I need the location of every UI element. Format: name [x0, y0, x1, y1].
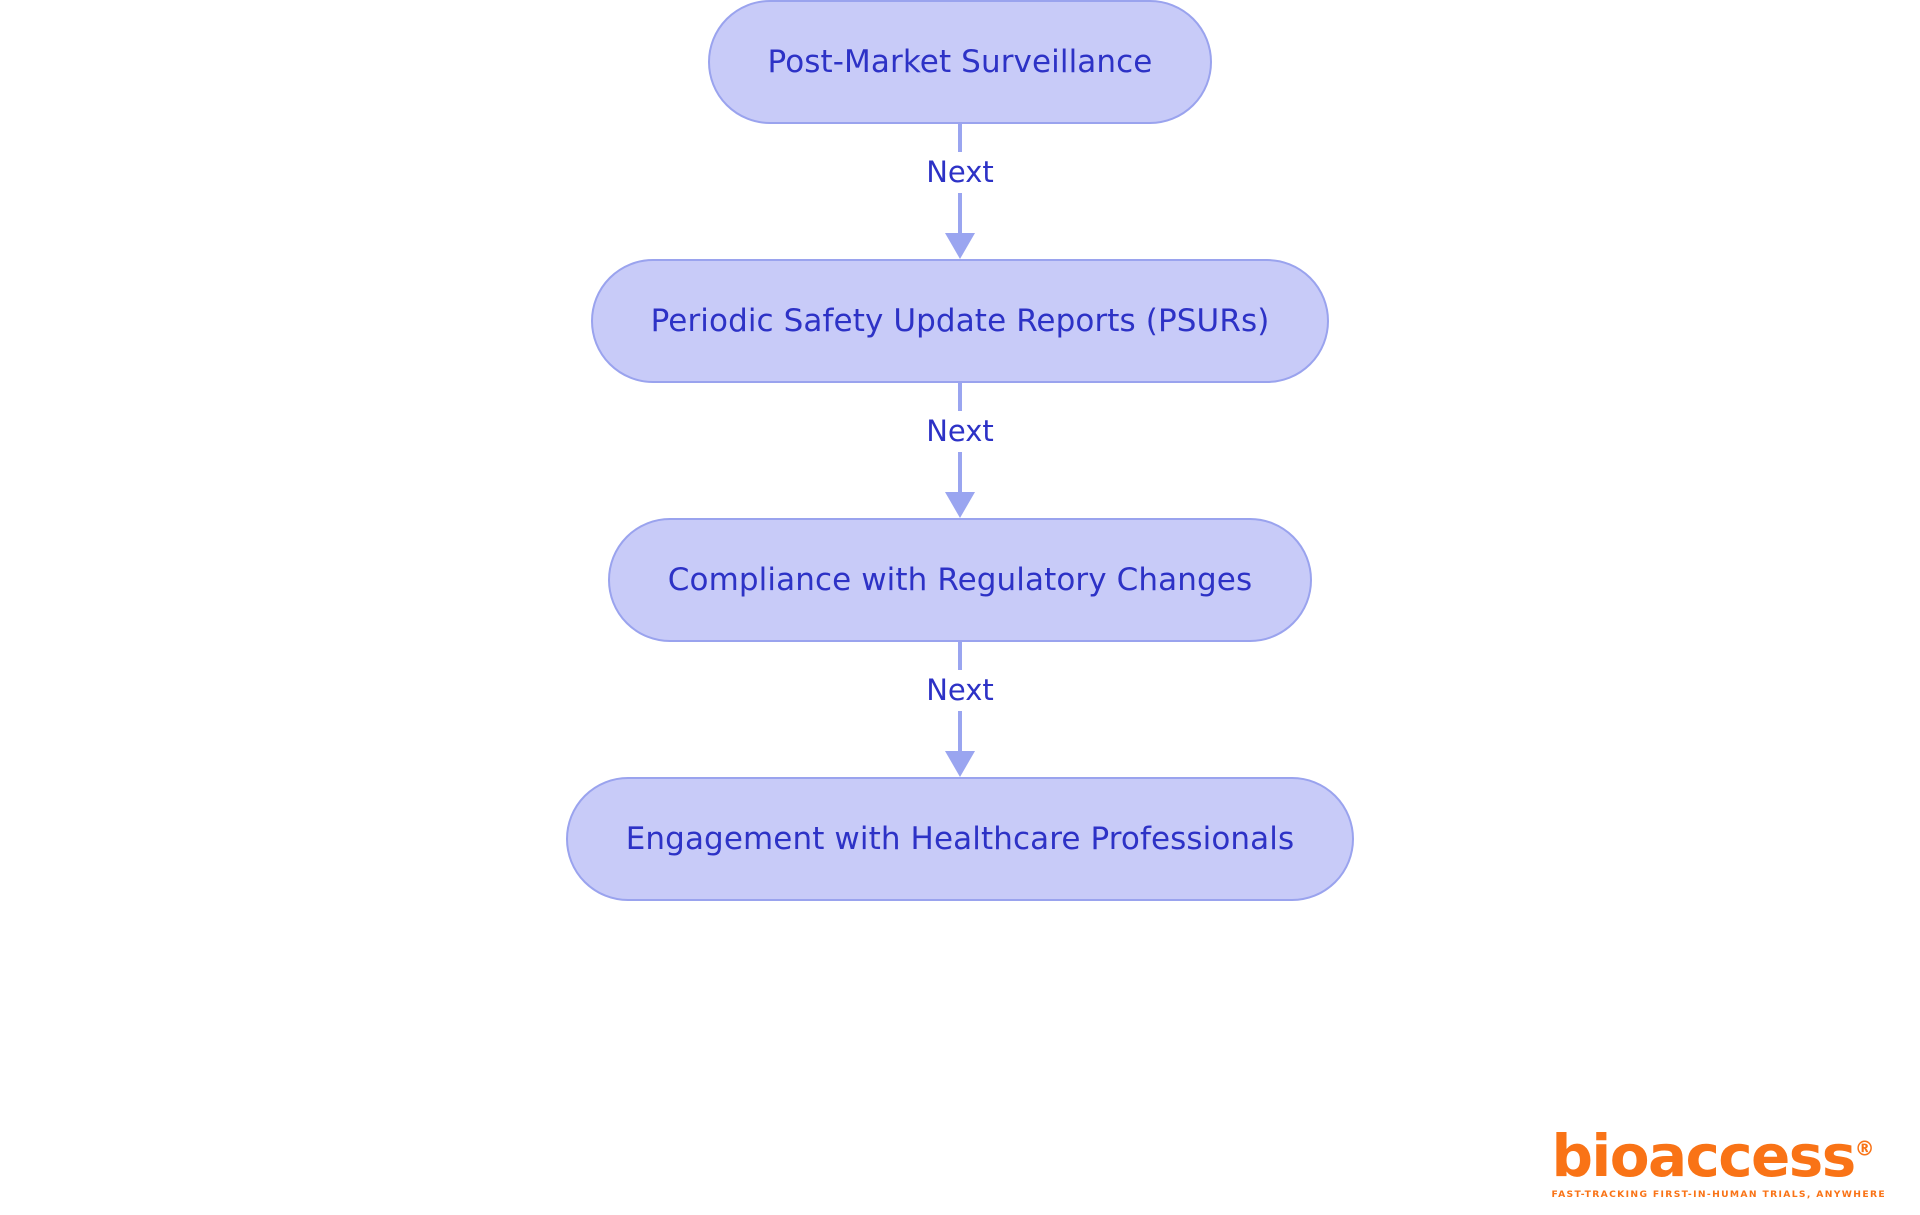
flow-node-label: Engagement with Healthcare Professionals — [625, 820, 1295, 857]
flow-node-label: Post-Market Surveillance — [767, 43, 1153, 80]
registered-trademark-icon: ® — [1854, 1136, 1875, 1161]
flow-edge-n1-n2: Next — [0, 124, 1920, 259]
flow-node-label: Periodic Safety Update Reports (PSURs) — [650, 302, 1270, 339]
flow-node-post-market-surveillance[interactable]: Post-Market Surveillance — [707, 0, 1213, 124]
arrow-head-icon — [945, 233, 975, 259]
flow-node-label: Compliance with Regulatory Changes — [667, 561, 1253, 598]
flow-node-compliance-with-regulatory-changes[interactable]: Compliance with Regulatory Changes — [607, 518, 1313, 642]
edge-label: Next — [916, 152, 1004, 193]
flow-edge-n3-n4: Next — [0, 642, 1920, 777]
flow-node-periodic-safety-update-reports[interactable]: Periodic Safety Update Reports (PSURs) — [590, 259, 1330, 383]
edge-label: Next — [916, 670, 1004, 711]
flow-node-engagement-with-healthcare-professionals[interactable]: Engagement with Healthcare Professionals — [565, 777, 1355, 901]
brand-tagline: FAST-TRACKING FIRST-IN-HUMAN TRIALS, ANY… — [1551, 1188, 1886, 1200]
flow-edge-n2-n3: Next — [0, 383, 1920, 518]
arrow-head-icon — [945, 751, 975, 777]
flowchart: Post-Market Surveillance Next Periodic S… — [0, 0, 1920, 901]
brand-name-text: bioaccess — [1551, 1121, 1857, 1190]
arrow-head-icon — [945, 492, 975, 518]
edge-label: Next — [916, 411, 1004, 452]
brand-wordmark: bioaccess® — [1552, 1127, 1875, 1185]
bioaccess-logo: bioaccess® FAST-TRACKING FIRST-IN-HUMAN … — [1552, 1127, 1887, 1199]
